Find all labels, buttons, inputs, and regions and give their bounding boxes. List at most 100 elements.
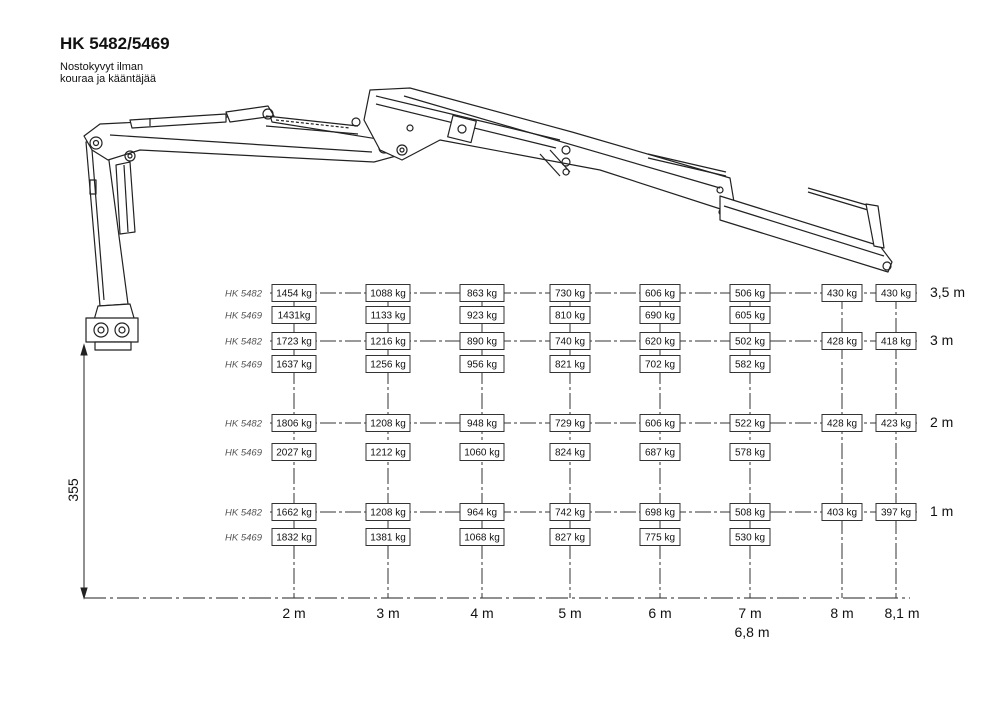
capacity-box — [365, 503, 411, 521]
reach-label: 8,1 m — [884, 605, 919, 621]
row-model-label: HK 5469 — [225, 448, 263, 459]
capacity-box — [875, 503, 917, 521]
capacity-box — [271, 443, 317, 461]
capacity-box — [875, 332, 917, 350]
capacity-value: 948 kg — [467, 419, 497, 430]
row-model-label: HK 5482 — [225, 419, 263, 430]
capacity-box — [365, 528, 411, 546]
capacity-value: 522 kg — [735, 419, 765, 430]
capacity-box — [549, 355, 591, 373]
capacity-box — [459, 528, 505, 546]
capacity-value: 730 kg — [555, 289, 585, 300]
capacity-value: 1431kg — [278, 311, 311, 322]
crane-illustration — [83, 87, 893, 351]
capacity-value: 1088 kg — [370, 289, 406, 300]
capacity-value: 1381 kg — [370, 533, 406, 544]
capacity-value: 423 kg — [881, 419, 911, 430]
capacity-value: 1806 kg — [276, 419, 312, 430]
capacity-value: 740 kg — [555, 337, 585, 348]
reach-label: 7 m — [738, 605, 761, 621]
capacity-value: 530 kg — [735, 533, 765, 544]
capacity-value: 2027 kg — [276, 448, 312, 459]
capacity-value: 1662 kg — [276, 508, 312, 519]
capacity-box — [549, 284, 591, 302]
capacity-value: 742 kg — [555, 508, 585, 519]
row-model-label: HK 5469 — [225, 360, 263, 371]
reach-extra-label: 6,8 m — [734, 624, 769, 640]
capacity-value: 863 kg — [467, 289, 497, 300]
capacity-box — [365, 332, 411, 350]
capacity-value: 729 kg — [555, 419, 585, 430]
capacity-box — [729, 503, 771, 521]
capacity-box — [639, 332, 681, 350]
capacity-box — [729, 284, 771, 302]
reach-label: 3 m — [376, 605, 399, 621]
crane-main-boom — [83, 105, 397, 163]
capacity-value: 690 kg — [645, 311, 675, 322]
reach-label: 8 m — [830, 605, 853, 621]
capacity-value: 923 kg — [467, 311, 497, 322]
capacity-box — [549, 332, 591, 350]
row-model-label: HK 5482 — [225, 508, 263, 519]
crane-extension — [719, 187, 893, 273]
capacity-box — [365, 355, 411, 373]
capacity-box — [875, 284, 917, 302]
capacity-value: 1216 kg — [370, 337, 406, 348]
capacity-box — [729, 414, 771, 432]
capacity-value: 956 kg — [467, 360, 497, 371]
capacity-box — [639, 306, 681, 324]
capacity-value: 827 kg — [555, 533, 585, 544]
capacity-box — [459, 284, 505, 302]
capacity-box — [639, 503, 681, 521]
capacity-value: 620 kg — [645, 337, 675, 348]
capacity-box — [271, 284, 317, 302]
capacity-box — [271, 306, 317, 324]
capacity-box — [365, 284, 411, 302]
capacity-box — [459, 306, 505, 324]
capacity-box — [271, 414, 317, 432]
capacity-box — [459, 443, 505, 461]
reach-label: 5 m — [558, 605, 581, 621]
capacity-value: 508 kg — [735, 508, 765, 519]
capacity-value: 775 kg — [645, 533, 675, 544]
crane-column — [85, 137, 139, 351]
capacity-value: 1454 kg — [276, 289, 312, 300]
capacity-box — [639, 528, 681, 546]
row-model-label: HK 5469 — [225, 533, 263, 544]
capacity-value: 1832 kg — [276, 533, 312, 544]
capacity-box — [639, 355, 681, 373]
capacity-box — [729, 306, 771, 324]
height-label: 1 m — [930, 503, 953, 519]
capacity-box — [459, 503, 505, 521]
capacity-value: 403 kg — [827, 508, 857, 519]
capacity-box — [459, 332, 505, 350]
capacity-box — [821, 332, 863, 350]
capacity-value: 890 kg — [467, 337, 497, 348]
capacity-box — [729, 355, 771, 373]
capacity-box — [821, 503, 863, 521]
capacity-value: 605 kg — [735, 311, 765, 322]
height-label: 2 m — [930, 414, 953, 430]
capacity-box — [549, 414, 591, 432]
diagram-subtitle: Nostokyvyt ilman kouraa ja kääntäjää — [60, 61, 156, 85]
capacity-value: 1060 kg — [464, 448, 500, 459]
crane-outer-boom — [363, 87, 737, 216]
capacity-box — [365, 306, 411, 324]
capacity-value: 824 kg — [555, 448, 585, 459]
capacity-value: 430 kg — [827, 289, 857, 300]
capacity-box — [271, 355, 317, 373]
capacity-value: 1637 kg — [276, 360, 312, 371]
mast-height-label: 355 — [65, 478, 81, 502]
reach-label: 6 m — [648, 605, 671, 621]
capacity-box — [271, 528, 317, 546]
capacity-value: 418 kg — [881, 337, 911, 348]
capacity-value: 687 kg — [645, 448, 675, 459]
capacity-box — [821, 284, 863, 302]
capacity-value: 430 kg — [881, 289, 911, 300]
capacity-value: 606 kg — [645, 419, 675, 430]
capacity-value: 702 kg — [645, 360, 675, 371]
capacity-box — [549, 306, 591, 324]
